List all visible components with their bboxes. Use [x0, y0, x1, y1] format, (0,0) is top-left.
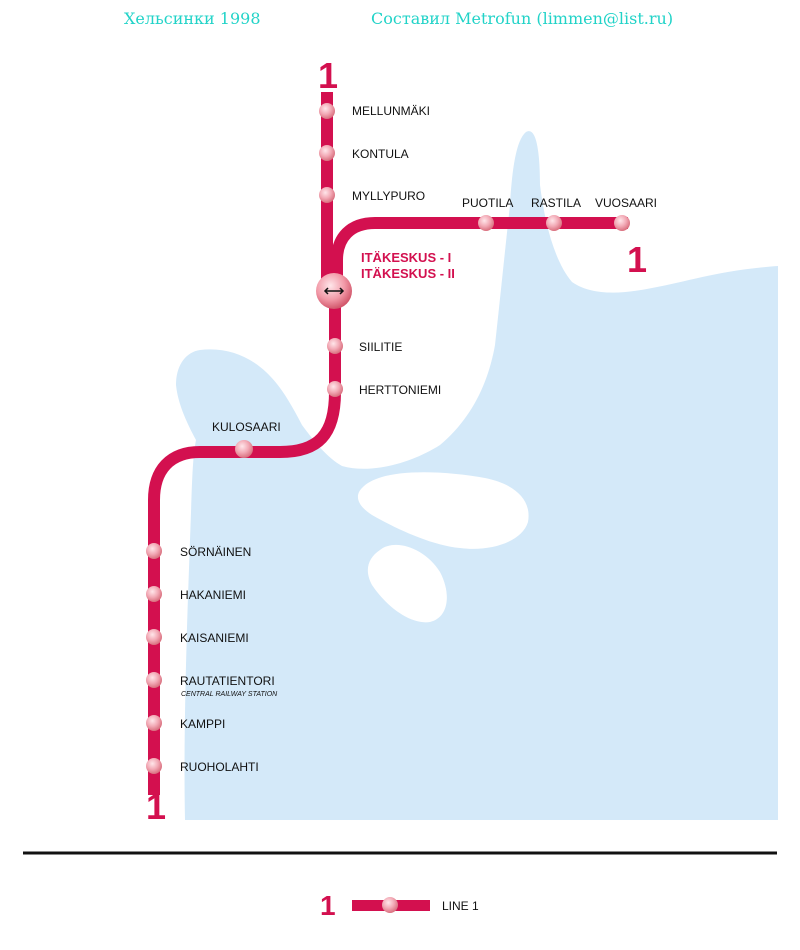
legend-label: LINE 1 [442, 899, 479, 913]
line-number-marker: 1 [146, 786, 166, 827]
station-itakeskus[interactable]: ITÄKESKUS - I ITÄKESKUS - II [316, 250, 455, 309]
station-label: KAMPPI [180, 717, 225, 731]
hub-label: ITÄKESKUS - II [361, 266, 455, 281]
station-kaisaniemi[interactable]: KAISANIEMI [146, 629, 249, 645]
station-marker [327, 381, 343, 397]
station-marker [235, 440, 253, 458]
station-rautatientori[interactable]: RAUTATIENTORI CENTRAL RAILWAY STATION [146, 672, 278, 698]
station-marker [478, 215, 494, 231]
station-label: RASTILA [531, 196, 581, 210]
hub-label: ITÄKESKUS - I [361, 250, 451, 265]
station-sublabel: CENTRAL RAILWAY STATION [181, 691, 278, 698]
station-label: HERTTONIEMI [359, 383, 441, 397]
station-label: KONTULA [352, 147, 409, 161]
legend-line-number: 1 [320, 890, 336, 921]
sea-area [176, 131, 778, 821]
station-label: RAUTATIENTORI [180, 674, 275, 688]
station-marker [146, 758, 162, 774]
line-number-marker: 1 [318, 55, 338, 96]
station-marker [146, 629, 162, 645]
station-kulosaari[interactable]: KULOSAARI [212, 420, 281, 458]
station-marker [319, 187, 335, 203]
station-marker [327, 338, 343, 354]
station-kamppi[interactable]: KAMPPI [146, 715, 225, 731]
station-ruoholahti[interactable]: RUOHOLAHTI [146, 758, 259, 774]
station-marker [319, 103, 335, 119]
station-siilitie[interactable]: SIILITIE [327, 338, 402, 354]
station-sornainen[interactable]: SÖRNÄINEN [146, 543, 251, 559]
station-label: KULOSAARI [212, 420, 281, 434]
station-rastila[interactable]: RASTILA [531, 196, 581, 231]
station-marker [614, 215, 630, 231]
station-label: SIILITIE [359, 340, 402, 354]
station-label: KAISANIEMI [180, 631, 249, 645]
station-vuosaari[interactable]: VUOSAARI [595, 196, 657, 231]
metro-line-1 [148, 92, 628, 795]
station-marker [546, 215, 562, 231]
island [357, 472, 529, 549]
station-label: VUOSAARI [595, 196, 657, 210]
station-herttoniemi[interactable]: HERTTONIEMI [327, 381, 441, 397]
map-title: Хельсинки 1998 [124, 9, 261, 28]
double-arrow-icon [323, 287, 345, 295]
station-marker [146, 586, 162, 602]
island [367, 544, 447, 623]
station-label: MYLLYPURO [352, 189, 425, 203]
legend-station-marker [382, 897, 398, 913]
station-mellunmaki[interactable]: MELLUNMÄKI [319, 103, 430, 119]
station-label: PUOTILA [462, 196, 513, 210]
station-label: HAKANIEMI [180, 588, 246, 602]
station-puotila[interactable]: PUOTILA [462, 196, 513, 231]
station-kontula[interactable]: KONTULA [319, 145, 409, 161]
station-label: MELLUNMÄKI [352, 104, 430, 118]
station-marker [146, 672, 162, 688]
station-marker [319, 145, 335, 161]
station-marker [146, 715, 162, 731]
station-marker [146, 543, 162, 559]
station-label: RUOHOLAHTI [180, 760, 259, 774]
station-hakaniemi[interactable]: HAKANIEMI [146, 586, 246, 602]
station-myllypuro[interactable]: MYLLYPURO [319, 187, 425, 203]
legend: 1 LINE 1 [320, 890, 479, 921]
line-number-marker: 1 [627, 239, 647, 280]
station-label: SÖRNÄINEN [180, 545, 251, 559]
map-author: Составил Metrofun (limmen@list.ru) [371, 9, 673, 28]
